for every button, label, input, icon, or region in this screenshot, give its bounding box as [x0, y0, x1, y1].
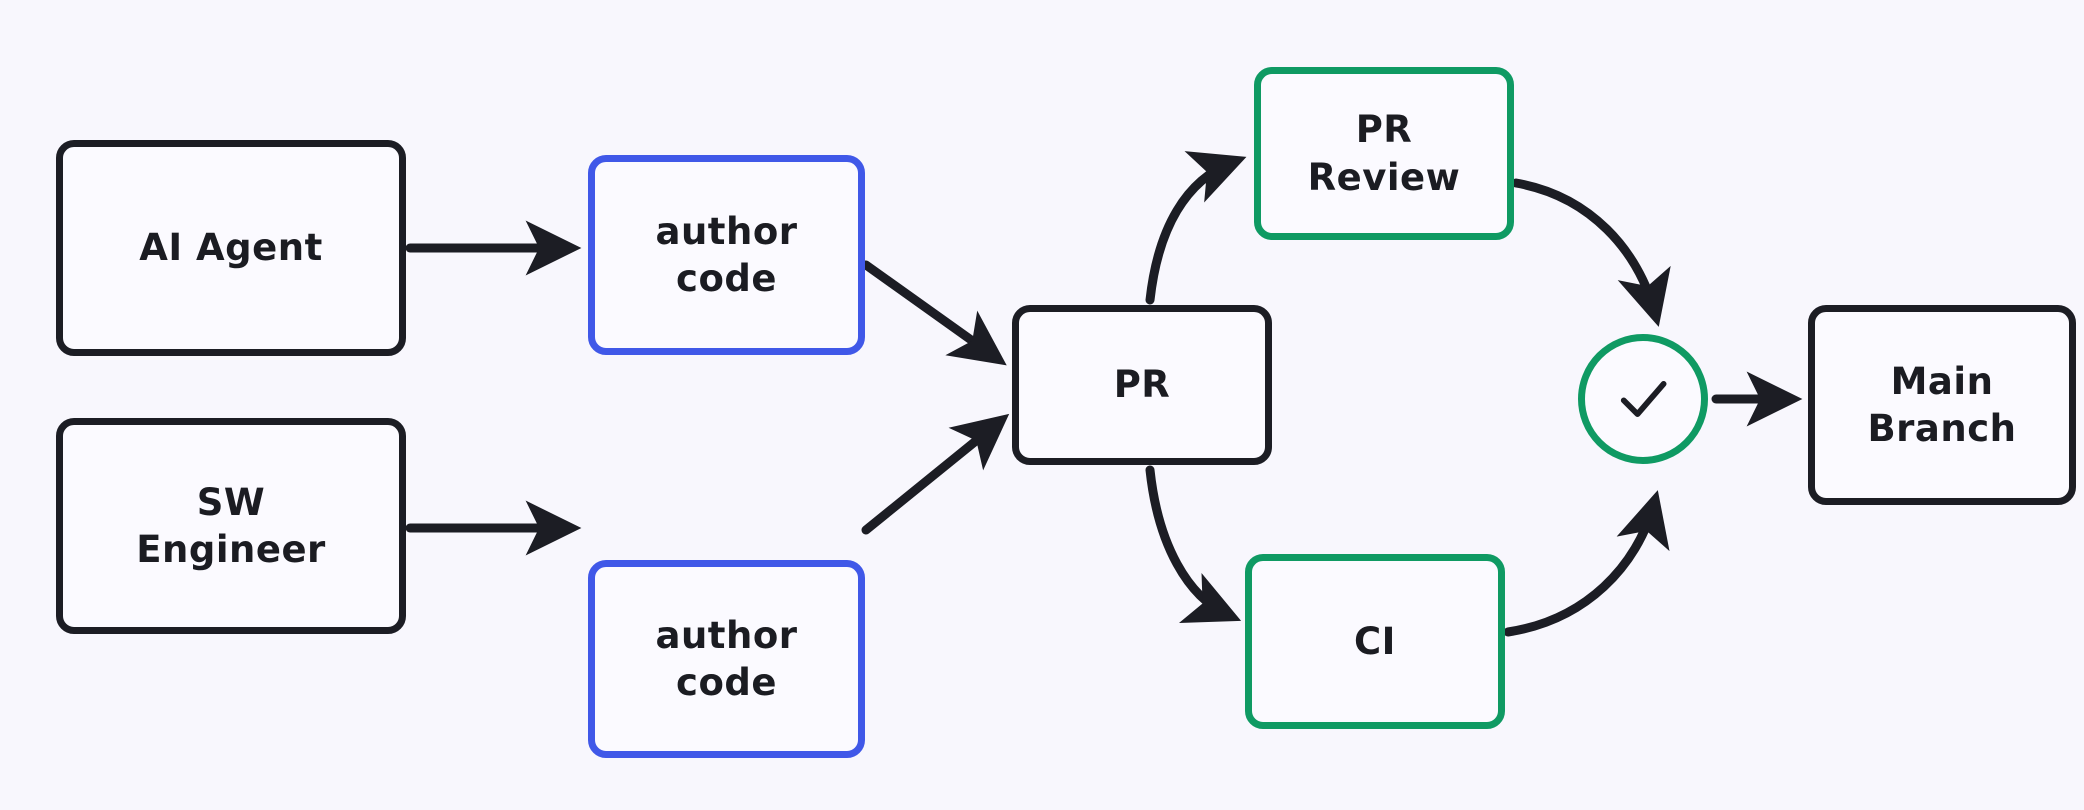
- node-ai-agent[interactable]: AI Agent: [56, 140, 406, 356]
- node-author-code-agent[interactable]: author code: [588, 155, 865, 355]
- node-pr-label: PR: [1113, 363, 1171, 407]
- node-author-code-agent-label: author code: [655, 209, 798, 300]
- edge-pr-to-pr-review: [1145, 151, 1247, 305]
- node-author-code-engineer-label: author code: [655, 613, 798, 704]
- node-ci-label: CI: [1354, 619, 1396, 663]
- node-ai-agent-label: AI Agent: [139, 226, 323, 270]
- node-pr[interactable]: PR: [1012, 305, 1272, 465]
- node-pr-review-label: PR Review: [1307, 108, 1461, 199]
- merge-check-badge[interactable]: [1578, 334, 1708, 464]
- edge-author-code-to-pr-lower: [861, 413, 1010, 535]
- edge-pr-to-ci: [1145, 465, 1242, 624]
- node-pr-review[interactable]: PR Review: [1254, 67, 1514, 240]
- node-main-branch-label: Main Branch: [1867, 359, 2017, 450]
- node-sw-engineer-label: SW Engineer: [136, 480, 326, 571]
- node-ci[interactable]: CI: [1245, 554, 1505, 729]
- check-icon: [1610, 366, 1676, 432]
- edge-ci-to-check: [1503, 490, 1670, 637]
- node-sw-engineer[interactable]: SW Engineer: [56, 418, 406, 634]
- edge-pr-review-to-check: [1511, 178, 1671, 327]
- edge-author-code-to-pr-upper: [861, 260, 1007, 366]
- node-main-branch[interactable]: Main Branch: [1808, 305, 2076, 505]
- node-author-code-engineer[interactable]: author code: [588, 560, 865, 758]
